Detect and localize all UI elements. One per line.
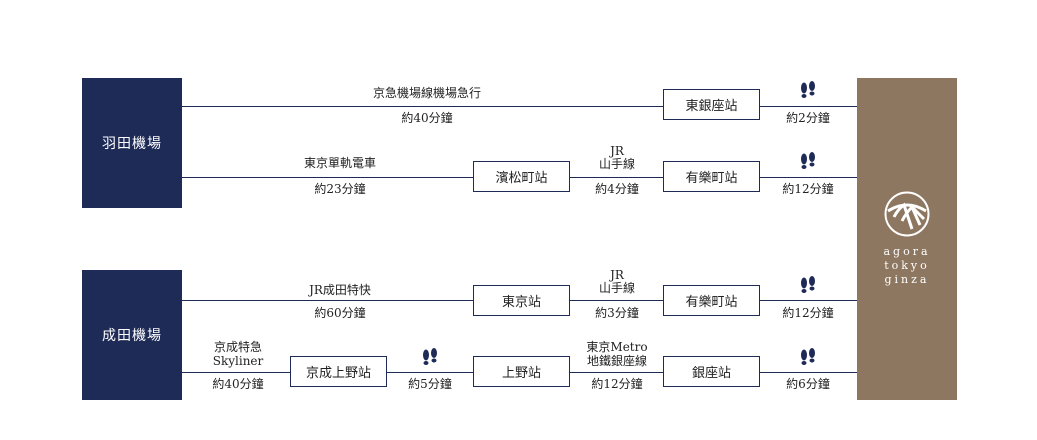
route2-walk-time: 約12分鐘 <box>782 182 834 196</box>
footprints-icon <box>801 276 815 293</box>
route4-walk1-time: 約5分鐘 <box>408 377 452 391</box>
route4-line-label-2: Skyliner <box>212 354 264 368</box>
route3-station2-label: 有樂町站 <box>685 295 738 310</box>
narita-airport-block: 成田機場 <box>82 270 182 400</box>
route2-station1: 濱松町站 <box>473 161 570 192</box>
route1-station-label: 東銀座站 <box>685 99 738 114</box>
route2-line2-label-2: 山手線 <box>598 157 636 171</box>
route4-station2-label: 上野站 <box>501 366 541 381</box>
hotel-name-line-2: tokyo <box>884 259 930 272</box>
footprints-icon <box>801 348 815 365</box>
route4-station3: 銀座站 <box>663 356 760 387</box>
agora-logo-icon <box>884 191 930 237</box>
route4-station1: 京成上野站 <box>290 356 387 387</box>
route2-line2-label-1: JR <box>610 144 624 158</box>
haneda-airport-label: 羽田機場 <box>102 136 162 152</box>
route4-station3-label: 銀座站 <box>691 366 731 381</box>
route4-station2: 上野站 <box>473 356 570 387</box>
route3-line2-time: 約3分鐘 <box>595 306 639 320</box>
hotel-name: agora tokyo ginza <box>883 245 930 287</box>
route1-station: 東銀座站 <box>663 89 760 120</box>
hotel-block: agora tokyo ginza <box>857 78 957 400</box>
route3-station2: 有樂町站 <box>663 285 760 316</box>
route2-station2: 有樂町站 <box>663 161 760 192</box>
route3-line2-label-1: JR <box>610 268 624 282</box>
narita-airport-label: 成田機場 <box>102 328 162 344</box>
route3-station1: 東京站 <box>473 285 570 316</box>
haneda-airport-block: 羽田機場 <box>82 78 182 208</box>
footprints-icon <box>423 348 437 365</box>
route2-line-time: 約23分鐘 <box>314 182 366 196</box>
route2-station1-label: 濱松町站 <box>495 171 548 186</box>
route4-line2-time: 約12分鐘 <box>591 377 643 391</box>
route2-line-label: 東京單軌電車 <box>303 156 377 170</box>
route1-line <box>182 106 857 107</box>
footprints-icon <box>801 81 815 98</box>
route3-line-label: JR成田特快 <box>309 283 371 297</box>
route4-station1-label: 京成上野站 <box>305 366 371 381</box>
route4-walk2-time: 約6分鐘 <box>786 377 830 391</box>
hotel-name-line-3: ginza <box>884 273 930 286</box>
route3-station1-label: 東京站 <box>501 295 541 310</box>
hotel-name-line-1: agora <box>883 245 931 258</box>
route1-line-time: 約40分鐘 <box>401 111 453 125</box>
route3-walk-time: 約12分鐘 <box>782 306 834 320</box>
route1-walk-time: 約2分鐘 <box>786 111 830 125</box>
footprints-icon <box>801 152 815 169</box>
route4-line2-label-1: 東京Metro <box>586 340 648 354</box>
route4-line-label-1: 京成特急 <box>213 340 263 354</box>
route1-line-label: 京急機場線機場急行 <box>372 86 482 100</box>
route3-line-time: 約60分鐘 <box>314 306 366 320</box>
route3-line2-label-2: 山手線 <box>598 281 636 295</box>
route2-line2-time: 約4分鐘 <box>595 182 639 196</box>
route4-line2-label-2: 地鐵銀座線 <box>586 354 648 368</box>
route4-line-time: 約40分鐘 <box>212 377 264 391</box>
route2-station2-label: 有樂町站 <box>685 171 738 186</box>
